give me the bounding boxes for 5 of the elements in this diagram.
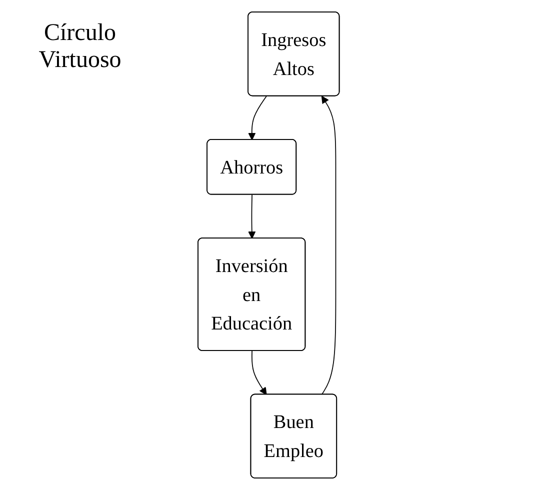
arrow xyxy=(248,95,268,140)
arrow xyxy=(252,350,268,394)
arrow xyxy=(322,95,337,395)
center-caption: Círculo Virtuoso xyxy=(38,20,122,74)
arrow xyxy=(248,194,256,238)
